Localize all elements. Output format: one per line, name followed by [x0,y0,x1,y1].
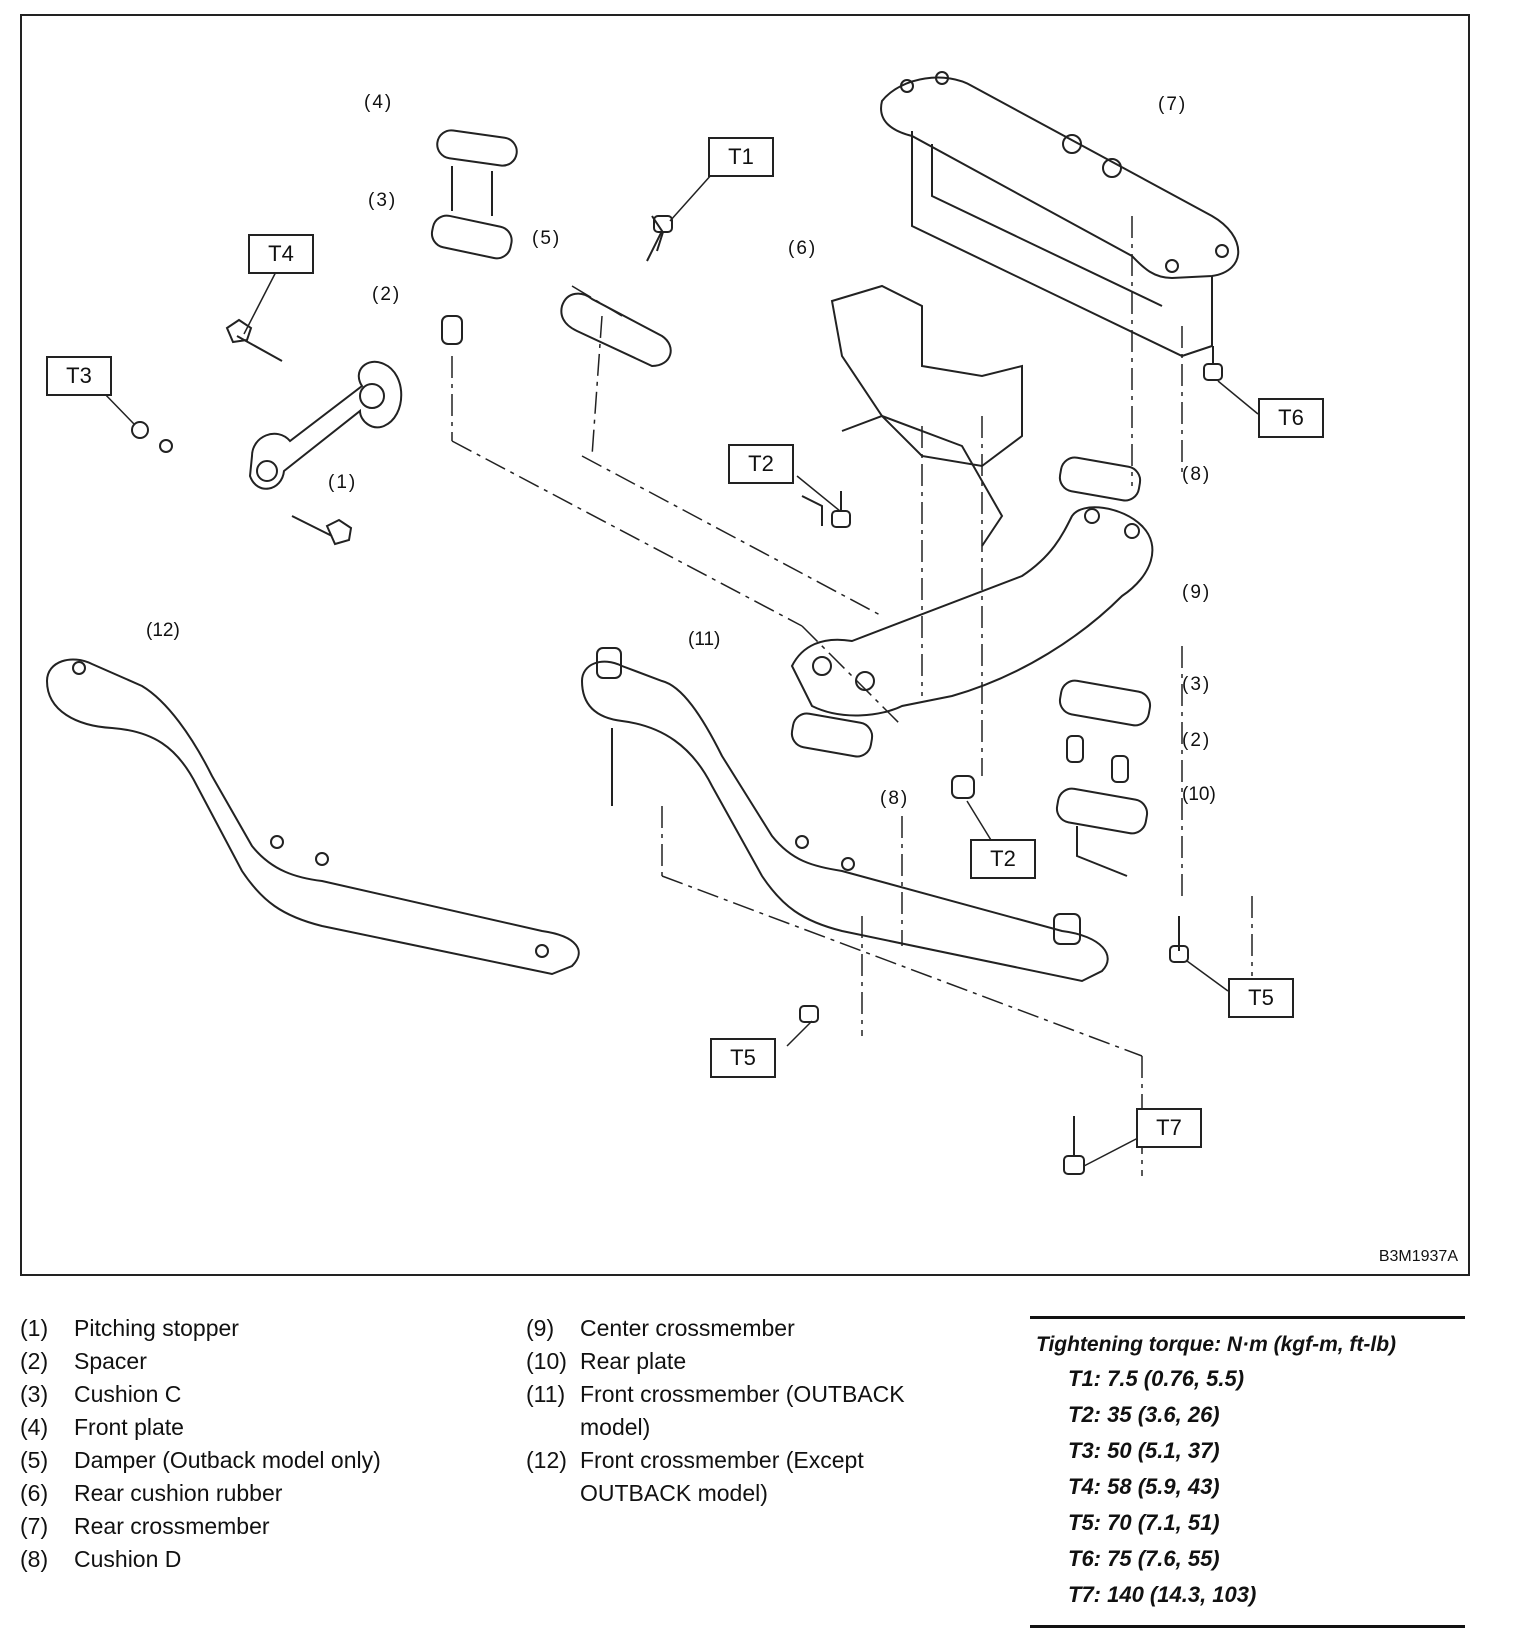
legend-text: Cushion C [74,1381,182,1407]
tag-t7: T7 [1136,1108,1202,1148]
fasteners [653,215,1223,1175]
front-crossmember-outback-shape [580,647,1109,983]
torque-value: T1: 7.5 (0.76, 5.5) [1068,1366,1245,1391]
legend-text: Cushion D [74,1546,182,1572]
tag-t4: T4 [248,234,314,274]
legend-text: Rear plate [580,1348,687,1374]
torque-value: T2: 35 (3.6, 26) [1068,1402,1220,1427]
legend-num: (12) [526,1447,567,1473]
callout-2-upper: (2) [372,284,402,305]
rear-crossmember-shape [880,71,1240,358]
legend-item: (1) Pitching stopper [20,1312,490,1345]
callout-1: (1) [328,472,358,493]
torque-value: T3: 50 (5.1, 37) [1068,1438,1220,1463]
torque-table: Tightening torque: N·m (kgf-m, ft-lb) T1… [1030,1316,1465,1628]
legend-text: Front crossmember (Except [580,1447,864,1473]
legend-num: (7) [20,1513,49,1539]
legend-num-blank [526,1477,580,1510]
legend-text: Front plate [74,1414,184,1440]
callout-8-upper: (8) [1182,464,1212,485]
legend-text: Damper (Outback model only) [74,1447,381,1473]
callout-5: (5) [532,228,562,249]
torque-value: T6: 75 (7.6, 55) [1068,1546,1220,1571]
callout-7: (7) [1158,94,1188,115]
callout-8-lower: (8) [880,788,910,809]
legend-item: (7) Rear crossmember [20,1510,490,1543]
legend-item-cont: OUTBACK model) [526,1477,1006,1510]
legend-text: model) [580,1414,651,1440]
legend-text: OUTBACK model) [580,1480,768,1506]
tag-leaders [99,173,1259,1167]
pitching-stopper-shape [131,318,403,546]
legend-item: (5) Damper (Outback model only) [20,1444,490,1477]
legend-num: (2) [20,1348,49,1374]
tag-t5-left: T5 [710,1038,776,1078]
legend-text: Rear cushion rubber [74,1480,283,1506]
center-crossmember-shape [790,456,1154,799]
torque-title: Tightening torque: N·m (kgf-m, ft-lb) [1036,1333,1397,1356]
legend-text: Front crossmember (OUTBACK [580,1381,905,1407]
callout-3-upper: (3) [368,190,398,211]
legend-num: (10) [526,1348,567,1374]
legend-num: (4) [20,1414,49,1440]
legend-num: (9) [526,1315,555,1341]
tag-t1: T1 [708,137,774,177]
legend-item: (8) Cushion D [20,1543,490,1576]
legend-text: Spacer [74,1348,147,1374]
legend-item: (2) Spacer [20,1345,490,1378]
legend-item: (6) Rear cushion rubber [20,1477,490,1510]
legend-text: Rear crossmember [74,1513,270,1539]
legend-num: (11) [526,1381,566,1407]
tag-t2-upper: T2 [728,444,794,484]
legend-item-cont: model) [526,1411,1006,1444]
front-crossmember-except-shape [45,658,580,976]
callout-2-lower: (2) [1182,730,1212,751]
legend-item: (12) Front crossmember (Except [526,1444,1006,1477]
callout-12: (12) [146,620,180,641]
legend-text: Pitching stopper [74,1315,239,1341]
callout-6: (6) [788,238,818,259]
legend-item: (10) Rear plate [526,1345,1006,1378]
legend-middle: (9) Center crossmember (10) Rear plate (11… [526,1312,1006,1510]
callout-10: (10) [1182,784,1216,805]
legend-num-blank [526,1411,580,1444]
diagram-drawing [45,71,1259,1176]
rear-cushion-rubber-shape [801,284,1023,547]
callout-11: (11) [688,629,721,650]
exploded-diagram: T1 T4 T3 T6 T2 T2 T5 T5 T7 (4) (3) (2) (… [20,14,1470,1276]
front-plate-shape [430,129,518,345]
legend-num: (3) [20,1381,49,1407]
callout-4: (4) [364,92,394,113]
tag-t2-lower: T2 [970,839,1036,879]
legend-left: (1) Pitching stopper (2) Spacer (3) Cushion… [20,1312,490,1576]
legend-num: (6) [20,1480,49,1506]
projection-lines [451,216,1253,1176]
rear-mount-stack-shape [1055,679,1189,963]
legend-num: (1) [20,1315,49,1341]
legend-item: (9) Center crossmember [526,1312,1006,1345]
tag-t3: T3 [46,356,112,396]
figure-id: B3M1937A [1378,1248,1458,1265]
torque-value: T4: 58 (5.9, 43) [1068,1474,1220,1499]
legend-item: (4) Front plate [20,1411,490,1444]
legend-item: (3) Cushion C [20,1378,490,1411]
damper-shape [560,215,672,368]
tag-t6: T6 [1258,398,1324,438]
tag-t5-right: T5 [1228,978,1294,1018]
legend-num: (5) [20,1447,49,1473]
legend-item: (11) Front crossmember (OUTBACK [526,1378,1006,1411]
legend-text: Center crossmember [580,1315,795,1341]
callout-3-lower: (3) [1182,674,1212,695]
torque-value: T5: 70 (7.1, 51) [1068,1510,1220,1535]
callout-9: (9) [1182,582,1212,603]
torque-value: T7: 140 (14.3, 103) [1068,1582,1257,1607]
legend-num: (8) [20,1546,49,1572]
